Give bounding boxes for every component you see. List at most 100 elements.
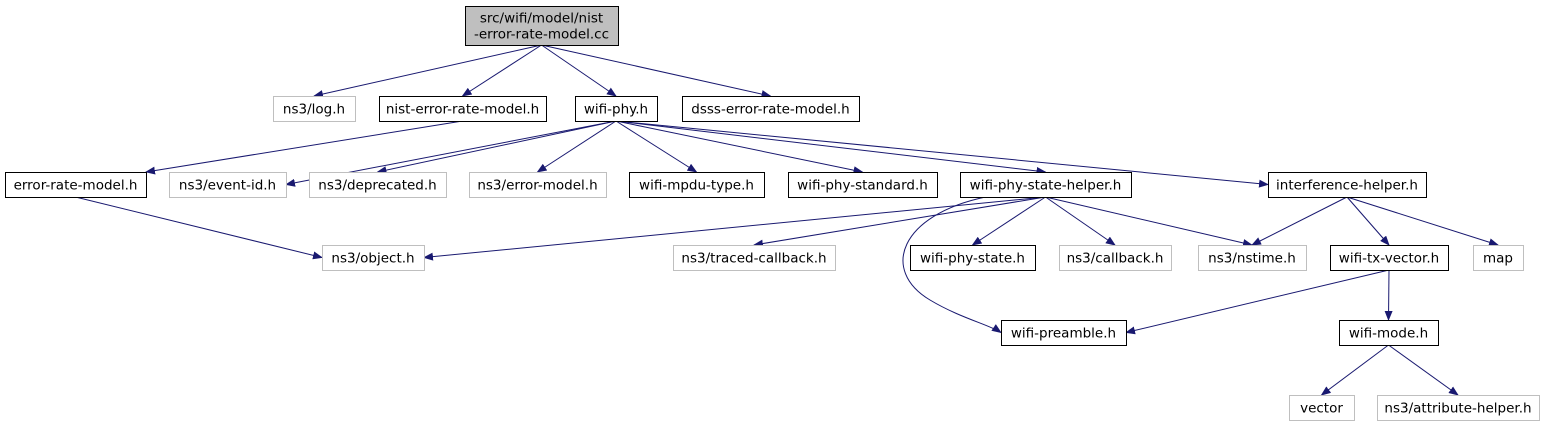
node-label: ns3/event-id.h bbox=[179, 178, 276, 194]
node-box bbox=[1473, 245, 1524, 271]
node-wifi-phy-h[interactable]: wifi-phy.h bbox=[575, 96, 658, 122]
edge-mode-to-vector bbox=[1320, 344, 1389, 396]
edge-wifiphy-to-standard bbox=[615, 120, 864, 175]
node-ns3-error-model-h: ns3/error-model.h bbox=[469, 172, 607, 198]
node-ns3-attribute-helper-h: ns3/attribute-helper.h bbox=[1377, 395, 1540, 421]
edge-wifiphy-to-deprecated bbox=[376, 120, 617, 175]
node-label: wifi-phy-state-helper.h bbox=[970, 178, 1122, 194]
node-ns3-nstime-h: ns3/nstime.h bbox=[1198, 245, 1307, 271]
edge-psh-to-nstime bbox=[1045, 196, 1253, 247]
node-label: wifi-phy.h bbox=[584, 102, 648, 118]
node-label: ns3/attribute-helper.h bbox=[1384, 401, 1531, 417]
node-label: ns3/log.h bbox=[283, 102, 345, 118]
node-label: nist-error-rate-model.h bbox=[386, 102, 539, 118]
edges-layer bbox=[75, 44, 1499, 396]
node-ns3-object-h: ns3/object.h bbox=[322, 245, 425, 271]
node-ns3-log-h: ns3/log.h bbox=[273, 96, 356, 122]
edge-root-to-nist bbox=[461, 44, 542, 97]
node-wifi-preamble-h[interactable]: wifi-preamble.h bbox=[1001, 320, 1127, 346]
node-box bbox=[322, 245, 425, 271]
node-label: ns3/error-model.h bbox=[477, 178, 597, 194]
node-wifi-phy-state-helper-h[interactable]: wifi-phy-state-helper.h bbox=[960, 172, 1132, 198]
node-box bbox=[1330, 245, 1449, 271]
node-label: ns3/deprecated.h bbox=[318, 178, 436, 194]
nodes-layer: src/wifi/model/nist-error-rate-model.cc n… bbox=[5, 6, 1540, 421]
node-box bbox=[5, 172, 147, 198]
node-dsss-error-rate-model-h[interactable]: dsss-error-rate-model.h bbox=[682, 96, 860, 122]
node-box bbox=[1198, 245, 1307, 271]
node-label: error-rate-model.h bbox=[14, 178, 138, 194]
edge-erm-to-object bbox=[75, 196, 323, 260]
edge-txvector-to-mode bbox=[1384, 269, 1393, 321]
node-box bbox=[169, 172, 287, 198]
edge-psh-to-phystate bbox=[971, 196, 1046, 246]
node-label: ns3/object.h bbox=[331, 251, 414, 267]
node-box bbox=[682, 96, 860, 122]
node-label: wifi-mode.h bbox=[1349, 326, 1428, 342]
node-box bbox=[910, 245, 1036, 271]
node-label: src/wifi/model/nist bbox=[480, 11, 603, 27]
edge-interf-to-txvector bbox=[1346, 196, 1390, 246]
edge-mode-to-attr bbox=[1388, 344, 1459, 396]
node-label: ns3/callback.h bbox=[1067, 251, 1164, 267]
node-box bbox=[1289, 395, 1355, 421]
node-wifi-phy-standard-h[interactable]: wifi-phy-standard.h bbox=[788, 172, 938, 198]
node-label: vector bbox=[1300, 401, 1343, 417]
node-box bbox=[1377, 395, 1540, 421]
node-box bbox=[273, 96, 356, 122]
edge-wifiphy-to-errormodel bbox=[536, 120, 617, 173]
node-box bbox=[1339, 320, 1439, 346]
edge-psh-to-traced bbox=[753, 196, 1046, 248]
node-src-wifi-model-nist-error-rate-model-cc: src/wifi/model/nist-error-rate-model.cc bbox=[465, 6, 619, 46]
node-label: wifi-preamble.h bbox=[1011, 326, 1116, 342]
edge-wifiphy-to-mpdu bbox=[615, 120, 698, 173]
node-wifi-phy-state-h[interactable]: wifi-phy-state.h bbox=[910, 245, 1036, 271]
edge-txvector-to-preamble bbox=[1125, 269, 1390, 335]
node-error-rate-model-h[interactable]: error-rate-model.h bbox=[5, 172, 147, 198]
node-ns3-traced-callback-h: ns3/traced-callback.h bbox=[673, 245, 836, 271]
node-ns3-callback-h: ns3/callback.h bbox=[1059, 245, 1172, 271]
node-box bbox=[575, 96, 658, 122]
node-label: map bbox=[1483, 251, 1513, 267]
node-label: ns3/nstime.h bbox=[1208, 251, 1296, 267]
edge-wifiphy-to-psh bbox=[615, 120, 1047, 175]
edge-root-to-dsss bbox=[541, 44, 772, 98]
edge-interf-to-map bbox=[1346, 196, 1499, 247]
node-box bbox=[960, 172, 1132, 198]
node-wifi-mode-h[interactable]: wifi-mode.h bbox=[1339, 320, 1439, 346]
node-box bbox=[379, 96, 547, 122]
node-vector: vector bbox=[1289, 395, 1355, 421]
node-box bbox=[1268, 172, 1427, 198]
edge-psh-to-object bbox=[423, 196, 1046, 261]
node-label: wifi-phy-state.h bbox=[920, 251, 1025, 267]
node-wifi-tx-vector-h[interactable]: wifi-tx-vector.h bbox=[1330, 245, 1449, 271]
node-wifi-mpdu-type-h[interactable]: wifi-mpdu-type.h bbox=[629, 172, 765, 198]
edge-root-to-log bbox=[313, 44, 542, 98]
node-ns3-event-id-h: ns3/event-id.h bbox=[169, 172, 287, 198]
node-box bbox=[469, 172, 607, 198]
edge-psh-to-preamble bbox=[902, 196, 1002, 334]
node-box bbox=[629, 172, 765, 198]
node-ns3-deprecated-h: ns3/deprecated.h bbox=[309, 172, 447, 198]
node-box bbox=[788, 172, 938, 198]
node-nist-error-rate-model-h[interactable]: nist-error-rate-model.h bbox=[379, 96, 547, 122]
node-box bbox=[309, 172, 447, 198]
node-label: -error-rate-model.cc bbox=[474, 27, 609, 43]
node-box bbox=[1059, 245, 1172, 271]
node-box bbox=[673, 245, 836, 271]
edge-wifiphy-to-interf bbox=[615, 120, 1269, 188]
node-label: wifi-mpdu-type.h bbox=[639, 178, 754, 194]
node-box bbox=[465, 6, 619, 46]
edge-nist-to-erm bbox=[145, 120, 463, 175]
node-label: dsss-error-rate-model.h bbox=[691, 102, 849, 118]
node-box bbox=[1001, 320, 1127, 346]
node-map: map bbox=[1473, 245, 1524, 271]
node-label: ns3/traced-callback.h bbox=[681, 251, 826, 267]
node-label: wifi-phy-standard.h bbox=[797, 178, 928, 194]
node-interference-helper-h[interactable]: interference-helper.h bbox=[1268, 172, 1427, 198]
edge-psh-to-callback bbox=[1045, 196, 1116, 246]
node-label: interference-helper.h bbox=[1276, 178, 1418, 194]
edge-interf-to-nstime bbox=[1251, 196, 1348, 246]
edge-root-to-wifiphy bbox=[541, 44, 617, 97]
